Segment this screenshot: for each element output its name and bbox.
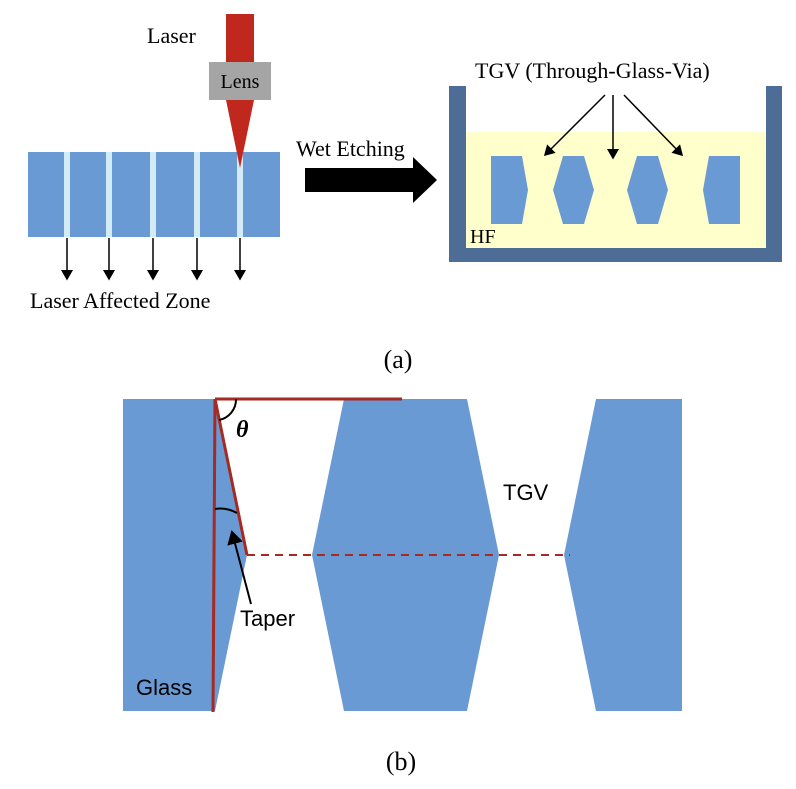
- taper-pointer-arrow: [227, 530, 252, 605]
- etched-glass-3: [627, 156, 668, 224]
- taper-label: Taper: [240, 606, 295, 631]
- laser-beam: [226, 14, 254, 64]
- laser-label: Laser: [147, 23, 197, 48]
- panel-b: θ Taper TGV Glass (b): [123, 397, 682, 776]
- etched-glass-4: [703, 156, 740, 224]
- wet-etching-label: Wet Etching: [296, 136, 405, 161]
- tgv-pointer-arrow-3: [623, 94, 684, 157]
- glass-label: Glass: [136, 675, 192, 700]
- laser-affected-zone-4: [194, 152, 200, 237]
- etched-glass-1: [491, 156, 528, 224]
- tgv-through-glass-via-label: TGV (Through-Glass-Via): [475, 58, 710, 83]
- lens: [209, 62, 271, 100]
- etched-glass-2: [553, 156, 594, 224]
- glass-pillar-left: [123, 399, 247, 711]
- container-right-wall: [766, 86, 782, 262]
- container-bottom: [449, 248, 782, 262]
- laser-assembly: Lens: [209, 14, 271, 168]
- laser-affected-zone-arrows: [61, 238, 246, 281]
- theta-angle-arc: [218, 398, 238, 421]
- panel-a: Lens Laser Laser Affected Zone Wet Etchi…: [28, 14, 782, 374]
- hf-bath: HF: [449, 86, 782, 262]
- panel-a-label: (a): [384, 345, 413, 374]
- glass-pillar-right: [564, 399, 682, 711]
- container-left-wall: [449, 86, 466, 262]
- laser-affected-zone-1: [64, 152, 70, 237]
- glass-substrate-a: [28, 152, 280, 237]
- vertical-reference-line: [211, 398, 217, 713]
- wet-etching-arrow: [305, 157, 437, 203]
- laser-affected-zone-5: [237, 152, 243, 237]
- theta-label: θ: [236, 417, 249, 443]
- tgv-label: TGV: [503, 480, 549, 505]
- laser-affected-zone-label: Laser Affected Zone: [30, 288, 210, 313]
- taper-angle-arc: [214, 507, 238, 514]
- panel-b-label: (b): [386, 747, 416, 776]
- hf-label: HF: [470, 226, 496, 248]
- taper-sidewall-line: [213, 398, 249, 556]
- laser-affected-zone-3: [150, 152, 156, 237]
- lens-label: Lens: [221, 71, 260, 93]
- laser-affected-zone-2: [106, 152, 112, 237]
- tgv-pointer-arrow-1: [543, 94, 606, 157]
- laser-focus-cone: [226, 100, 254, 168]
